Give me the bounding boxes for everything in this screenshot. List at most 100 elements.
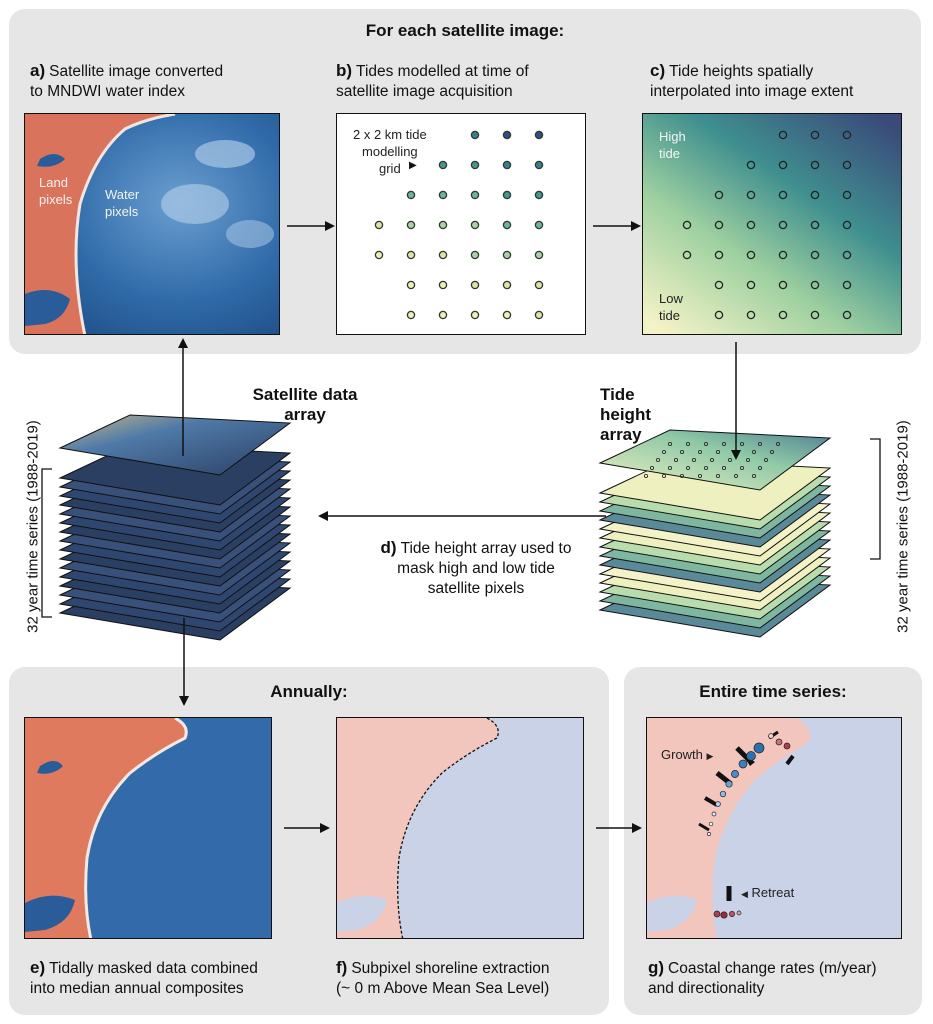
stack-dot [751, 449, 756, 454]
satellite-array-line1: Satellite data [252, 385, 358, 404]
growth-text: Growth [661, 747, 703, 762]
stack-dot [745, 458, 750, 463]
tide-grid-dot [682, 250, 692, 260]
arrow-stack-to-e [179, 618, 189, 706]
high-tide-label: High tide [659, 129, 686, 161]
arrow-tide-to-satellite [318, 511, 606, 521]
tide-grid-dot [746, 250, 756, 260]
header-annual: Annually: [270, 682, 348, 701]
tide-grid-dot [810, 310, 820, 320]
tide-grid-dot [502, 130, 512, 140]
tide-grid-dot [438, 220, 448, 230]
caption-f: f)Subpixel shoreline extraction (~ 0 m A… [336, 958, 550, 999]
change-rate-dot [708, 821, 714, 827]
tide-grid-dot [438, 280, 448, 290]
annual-composite-image [24, 717, 272, 939]
tide-grid-dot [534, 250, 544, 260]
tide-grid-dot [778, 130, 788, 140]
triangle-right-icon: ▶ [409, 160, 417, 171]
triangle-left-icon: ◀ [741, 889, 748, 899]
tide-grid-dot [842, 220, 852, 230]
stack-dot [662, 449, 667, 454]
time-series-right-label: 32 year time series (1988-2019) [894, 420, 912, 633]
tide-grid-dot [746, 280, 756, 290]
caption-f-line2: (~ 0 m Above Mean Sea Level) [336, 980, 550, 997]
tide-grid-dot [714, 310, 724, 320]
tide-grid-dot [714, 250, 724, 260]
stack-dot [704, 441, 709, 446]
change-rate-dot [711, 811, 717, 817]
change-rate-dot [713, 910, 721, 918]
arrow-b-to-c [593, 221, 641, 231]
tide-grid-dot [470, 220, 480, 230]
land-pixels-label: Land pixels [39, 175, 73, 207]
tide-grid-dot [810, 190, 820, 200]
tide-grid-dot [406, 250, 416, 260]
change-rate-dot [783, 742, 791, 750]
mndwi-image: Land pixels Water pixels [24, 113, 280, 335]
stack-dot [680, 474, 685, 479]
tide-interp-dots [682, 130, 852, 320]
tide-grid-dot [842, 130, 852, 140]
right-bracket [870, 438, 881, 560]
caption-g: g)Coastal change rates (m/year) and dire… [648, 958, 877, 999]
change-rate-dots [707, 733, 791, 919]
header-top: For each satellite image: [365, 21, 565, 40]
tide-grid-dot [842, 280, 852, 290]
change-rate-dot [707, 832, 711, 836]
tide-grid-dot [810, 220, 820, 230]
stack-dot [686, 466, 691, 471]
caption-e-line1: Tidally masked data combined [49, 960, 258, 977]
tide-grid-dot [534, 280, 544, 290]
retreat-text: Retreat [751, 885, 795, 900]
arrow-stack-to-a [178, 338, 188, 456]
change-rate-dot [719, 790, 727, 798]
tide-grid-dot [502, 310, 512, 320]
caption-g-line2: and directionality [648, 980, 765, 997]
tide-grid-dot [778, 220, 788, 230]
stack-dot [727, 458, 732, 463]
tide-grid-dot [438, 160, 448, 170]
stack-dot [763, 458, 768, 463]
satellite-array-line2: array [284, 405, 326, 424]
tide-grid-dot [534, 160, 544, 170]
change-rate-dot [725, 780, 733, 788]
stack-dot [668, 441, 673, 446]
tide-grid-dot [470, 280, 480, 290]
tide-grid-dot [746, 310, 756, 320]
low-tide-label: Low tide [659, 291, 683, 323]
arrow-e-to-f [284, 823, 330, 833]
stack-dot [757, 466, 762, 471]
triangle-right-icon: ▶ [706, 751, 714, 761]
water-pixels-label: Water pixels [105, 187, 140, 219]
coastal-change-image: Growth ▶ ◀ Retreat [646, 717, 902, 939]
tide-interp-panel: High tide Low tide [642, 113, 902, 335]
tide-grid-dot [778, 190, 788, 200]
stack-dot [662, 474, 667, 479]
tide-grid-dot [470, 310, 480, 320]
retreat-label: ◀ Retreat [741, 884, 794, 903]
tide-grid-dot [746, 160, 756, 170]
tide-grid-dot [470, 130, 480, 140]
tide-grid-dot [842, 160, 852, 170]
satellite-array-title: Satellite data array [230, 385, 380, 425]
stack-dot [668, 466, 673, 471]
shoreline-extraction-image [336, 717, 584, 939]
tide-grid-dot [470, 190, 480, 200]
caption-b-line2: satellite image acquisition [336, 83, 513, 100]
tide-grid-dot [502, 190, 512, 200]
change-rate-dot [736, 910, 742, 916]
tide-grid-dot [534, 190, 544, 200]
tide-grid-dot [778, 280, 788, 290]
tide-grid-dot [810, 250, 820, 260]
tide-grid-dot [810, 160, 820, 170]
tide-grid-dot [842, 190, 852, 200]
tide-grid-dot [714, 280, 724, 290]
tide-grid-dot [502, 250, 512, 260]
stack-dot [644, 474, 649, 479]
header-series: Entire time series: [699, 682, 847, 701]
caption-d-line2: mask high and low tide [397, 560, 555, 577]
stack-dot [686, 441, 691, 446]
stack-dot [722, 441, 727, 446]
stack-dot [674, 458, 679, 463]
